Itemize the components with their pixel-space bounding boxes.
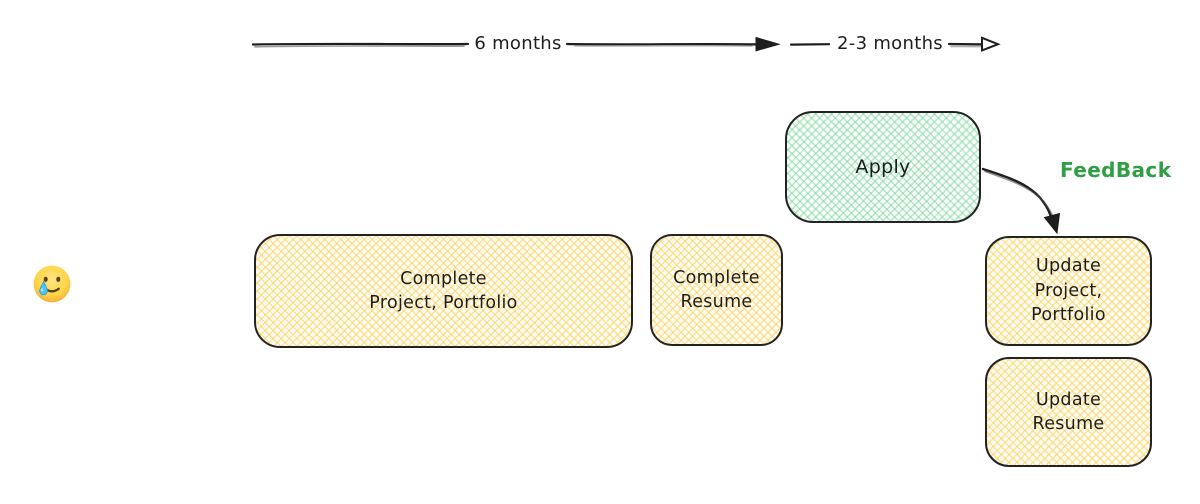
feedback-label: FeedBack bbox=[1060, 158, 1172, 182]
emoji-right-eye bbox=[56, 276, 61, 282]
emoji-left-eye bbox=[43, 276, 48, 282]
feedback-arrow[interactable] bbox=[981, 167, 1061, 235]
emoji-tear bbox=[39, 280, 48, 296]
node-apply-label: Apply bbox=[855, 155, 911, 178]
node-label-line: Resume bbox=[1032, 414, 1105, 434]
smiling-face-with-tear-emoji[interactable] bbox=[31, 263, 73, 305]
node-label-line: Update bbox=[1035, 389, 1102, 410]
timeline-label-6-months: 6 months bbox=[474, 33, 562, 54]
node-label-line: Portfolio bbox=[1031, 305, 1106, 326]
node-complete-resume[interactable]: Complete Resume bbox=[650, 234, 783, 346]
node-update-project-portfolio[interactable]: Update Project, Portfolio bbox=[985, 236, 1152, 346]
emoji-tear-highlight bbox=[41, 288, 44, 292]
node-label-line: Complete bbox=[400, 268, 487, 289]
arrowhead-6-months bbox=[755, 36, 781, 52]
node-label-line: Resume bbox=[680, 292, 753, 312]
arrowhead-2-3-months bbox=[981, 36, 1001, 52]
node-label-line: Complete bbox=[673, 267, 760, 288]
node-update-resume[interactable]: Update Resume bbox=[985, 357, 1152, 467]
node-label-line: Project, Portfolio bbox=[369, 293, 518, 313]
timeline-label-2-3-months: 2-3 months bbox=[837, 33, 943, 54]
node-label-line: Project, bbox=[1034, 280, 1103, 301]
node-complete-project-portfolio[interactable]: Complete Project, Portfolio bbox=[254, 234, 633, 348]
timeline-arrow-2-3-months[interactable] bbox=[789, 36, 1001, 52]
node-label-line: Update bbox=[1035, 256, 1102, 277]
timeline-arrow-6-months[interactable] bbox=[251, 36, 781, 52]
emoji-face bbox=[33, 265, 71, 303]
feedback-arrowhead bbox=[1043, 212, 1061, 235]
node-apply[interactable]: Apply bbox=[785, 111, 981, 223]
